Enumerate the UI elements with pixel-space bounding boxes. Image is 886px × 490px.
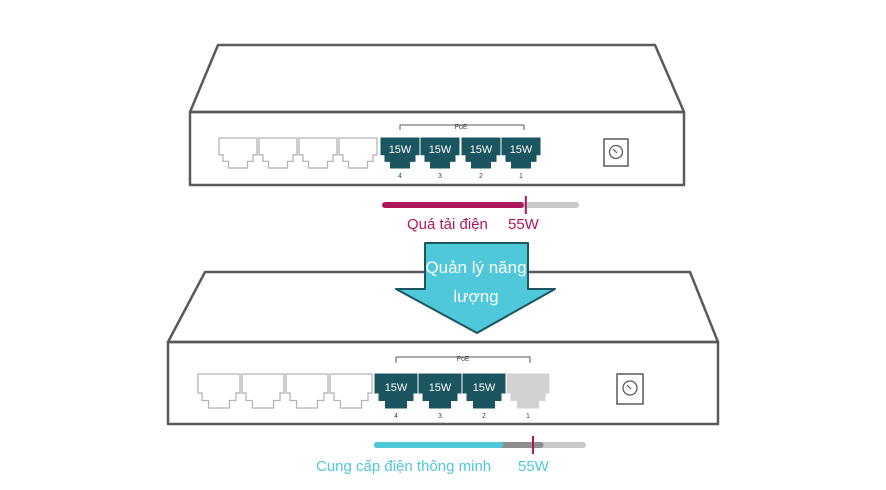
poe-port-1-wattage: 15W	[510, 144, 533, 156]
bottom-switch-front	[166, 340, 720, 426]
lan-port-icon	[218, 137, 258, 169]
poe-port-3-icon	[418, 373, 462, 409]
lan-port-icon	[338, 137, 378, 169]
bottom-lan-ports	[197, 373, 373, 409]
top-switch-front	[188, 110, 686, 187]
poe-port-2-number: 2	[482, 413, 486, 420]
bottom-budget-text: 55W	[518, 458, 550, 475]
poe-port-2-wattage: 15W	[470, 144, 493, 156]
power-management-arrow: Quản lý năng lượng	[395, 242, 556, 334]
poe-port-1-icon	[506, 373, 550, 409]
top-power-jack	[603, 138, 629, 167]
top-poe-ports: 15W 4 15W 3 15W 2 15W 1	[380, 137, 541, 180]
poe-port-3-number: 3	[438, 173, 442, 180]
top-poe-label: PoE	[454, 124, 468, 131]
top-lan-ports	[218, 137, 378, 169]
lan-port-icon	[298, 137, 338, 169]
lan-port-icon	[241, 373, 285, 409]
poe-port-4-icon	[374, 373, 418, 409]
poe-port-3-icon	[420, 137, 460, 169]
poe-port-4-icon	[380, 137, 420, 169]
bottom-poe-label: PoE	[456, 356, 470, 363]
poe-port-2-icon	[461, 137, 501, 169]
bottom-poe-ports: 15W 4 15W 3 15W 2 1	[374, 373, 550, 420]
arrow-label-line2: lượng	[453, 287, 498, 306]
poe-port-3-number: 3	[438, 413, 442, 420]
top-power-bar	[382, 196, 579, 214]
bottom-bar-fill	[374, 442, 504, 448]
top-bar-fill	[382, 202, 524, 208]
arrow-label-line1: Quản lý năng	[425, 258, 526, 277]
poe-port-2-wattage: 15W	[473, 382, 496, 394]
poe-port-1-number: 1	[519, 173, 523, 180]
poe-port-2-icon	[462, 373, 506, 409]
top-switch	[188, 43, 686, 187]
bottom-poe-bracket	[395, 356, 531, 363]
bottom-status-text: Cung cấp điện thông minh	[316, 458, 491, 475]
lan-port-icon	[285, 373, 329, 409]
bottom-power-jack	[616, 373, 644, 405]
poe-port-4-wattage: 15W	[389, 144, 412, 156]
poe-port-4-number: 4	[394, 413, 398, 420]
arrow-shape	[395, 242, 556, 334]
poe-port-1-number: 1	[526, 413, 530, 420]
lan-port-icon	[258, 137, 298, 169]
top-poe-bracket	[399, 124, 525, 130]
poe-port-4-number: 4	[398, 173, 402, 180]
top-status-text: Quá tải điện	[407, 216, 488, 233]
poe-port-2-number: 2	[479, 173, 483, 180]
top-switch-lid	[188, 43, 686, 114]
poe-port-3-wattage: 15W	[429, 144, 452, 156]
lan-port-icon	[197, 373, 241, 409]
lan-port-icon	[329, 373, 373, 409]
poe-port-3-wattage: 15W	[429, 382, 452, 394]
bottom-power-bar	[374, 436, 586, 454]
poe-port-4-wattage: 15W	[385, 382, 408, 394]
top-budget-text: 55W	[508, 216, 540, 233]
poe-port-1-icon	[501, 137, 541, 169]
